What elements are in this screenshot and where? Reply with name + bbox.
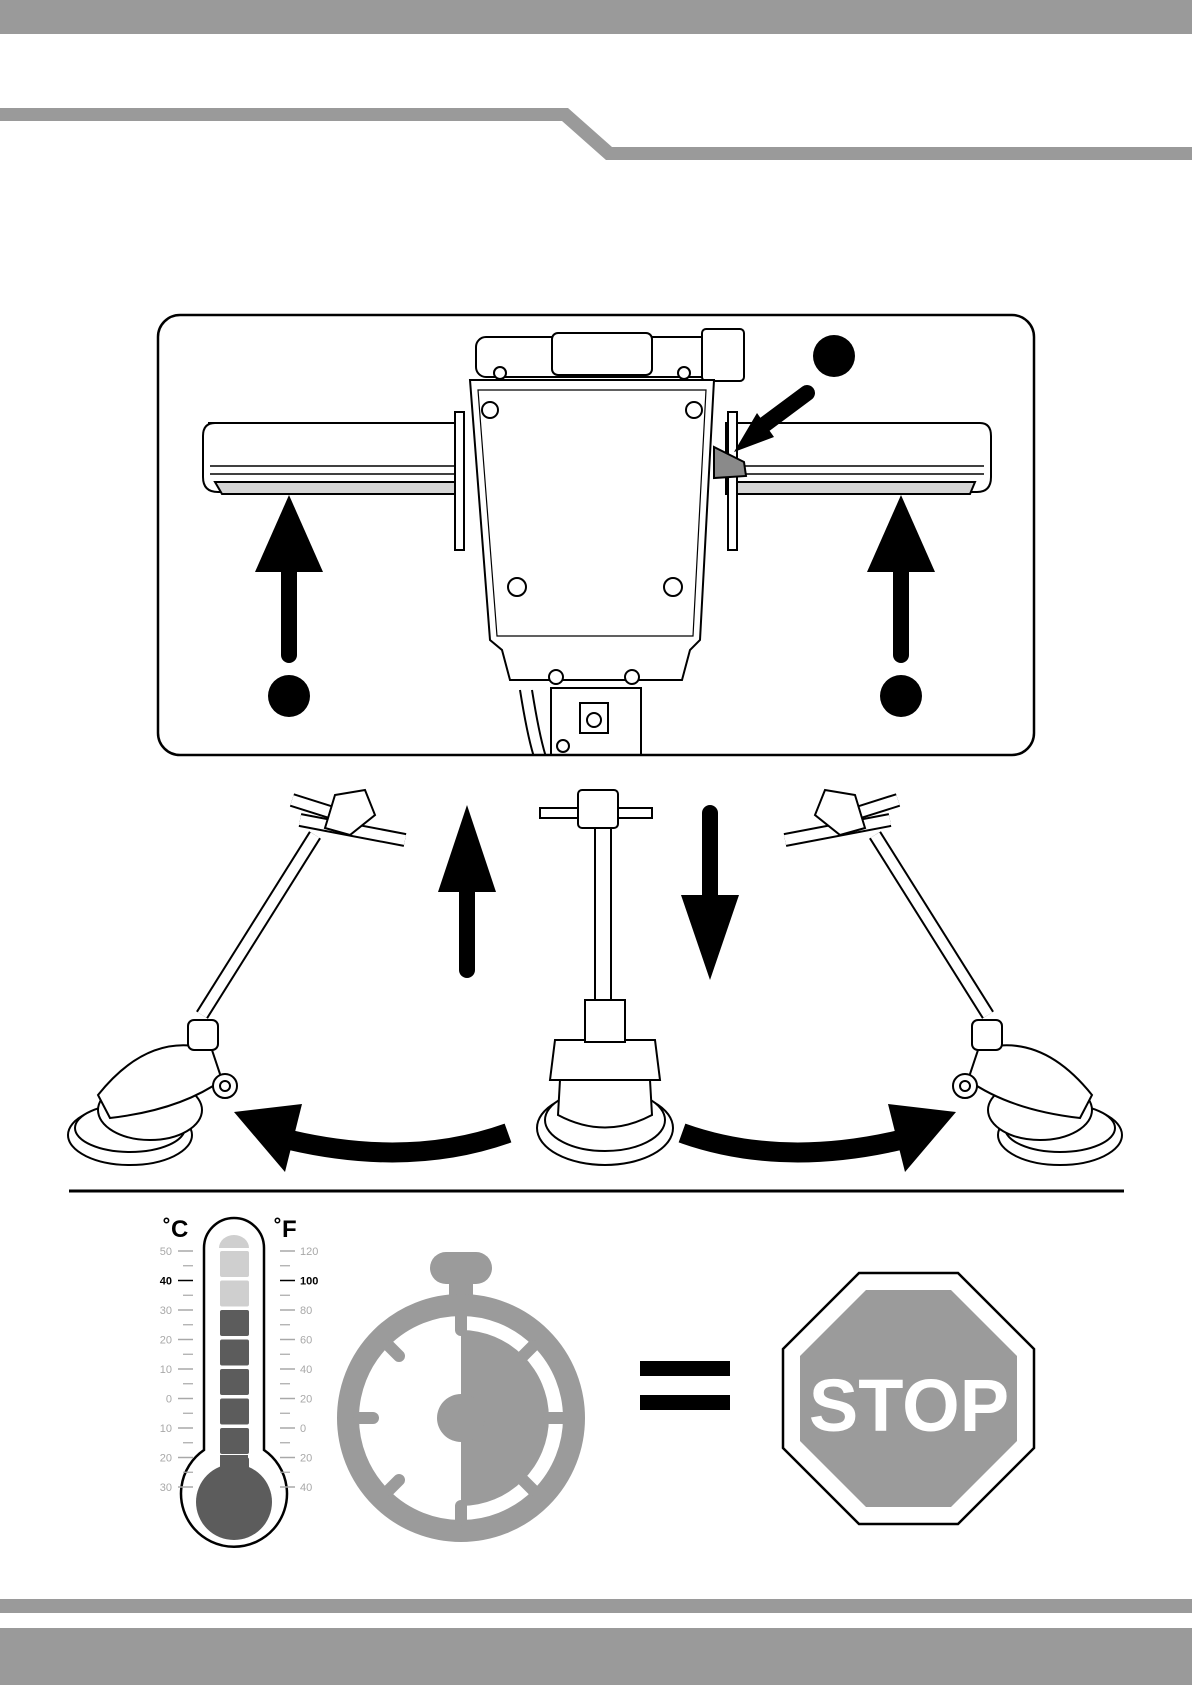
- equals-sign: [640, 1361, 730, 1410]
- stop-sign-text: STOP: [809, 1364, 1009, 1447]
- fahrenheit-tick-label: 60: [300, 1335, 312, 1347]
- celsius-tick-label: 20: [160, 1335, 172, 1347]
- machine-positions: [68, 790, 1122, 1165]
- fahrenheit-tick-label: 120: [300, 1246, 318, 1258]
- header-step-stripe: [0, 108, 1192, 160]
- thermometer-segment: [220, 1428, 249, 1454]
- fahrenheit-tick-label: 0: [300, 1423, 306, 1435]
- machine-upright-center: [537, 790, 673, 1165]
- curved-arrow-right: [682, 1104, 956, 1172]
- arrow-up-left-handle: [255, 495, 323, 663]
- thermometer-segment: [220, 1281, 249, 1307]
- fahrenheit-scale: 120 100 80 60 40 20 0 20 40: [280, 1246, 318, 1494]
- celsius-tick-label: 0: [166, 1394, 172, 1406]
- celsius-unit-label: ˚C: [163, 1216, 188, 1243]
- arrow-tilt-up: [438, 805, 496, 978]
- machine-tilted-right: [785, 790, 1122, 1165]
- arrow-up-right-handle: [867, 495, 935, 663]
- callout-dot-bottom-right: [880, 675, 922, 717]
- celsius-scale: 50 40 30 20 10 0 10 20 30: [160, 1246, 193, 1494]
- handle-drawing: [203, 329, 991, 768]
- celsius-tick-label: 10: [160, 1364, 172, 1376]
- callout-dot-top-right: [813, 335, 855, 377]
- thermometer-segment: [220, 1399, 249, 1425]
- thermometer-segments: [220, 1251, 249, 1513]
- footer-band: [0, 1628, 1192, 1685]
- thermometer-segment: [220, 1369, 249, 1395]
- machine-tilted-left: [68, 790, 405, 1165]
- celsius-tick-label: 30: [160, 1482, 172, 1494]
- callout-dot-bottom-left: [268, 675, 310, 717]
- header-band: [0, 0, 1192, 34]
- thermometer-segment: [220, 1487, 249, 1513]
- fahrenheit-tick-label: 40: [300, 1364, 312, 1376]
- thermometer-segment: [220, 1340, 249, 1366]
- fahrenheit-tick-label: 20: [300, 1394, 312, 1406]
- thermometer-segment: [220, 1251, 249, 1277]
- curved-arrow-left: [234, 1104, 508, 1172]
- celsius-tick-label: 20: [160, 1453, 172, 1465]
- footer-thin-band: [0, 1599, 1192, 1613]
- fahrenheit-tick-label: 100: [300, 1276, 318, 1288]
- header-decoration: [0, 0, 1192, 160]
- fahrenheit-tick-label: 80: [300, 1305, 312, 1317]
- handle-closeup-panel: [158, 315, 1034, 768]
- fahrenheit-tick-label: 20: [300, 1453, 312, 1465]
- arrow-tilt-down: [681, 805, 739, 980]
- stopwatch-icon: [348, 1252, 574, 1531]
- thermometer-segment: [220, 1458, 249, 1484]
- celsius-tick-label: 30: [160, 1305, 172, 1317]
- celsius-tick-label: 40: [160, 1276, 172, 1288]
- stop-sign: STOP: [783, 1273, 1034, 1524]
- footer-decoration: [0, 1599, 1192, 1685]
- fahrenheit-unit-label: ˚F: [274, 1216, 297, 1243]
- celsius-tick-label: 10: [160, 1423, 172, 1435]
- thermometer-segment: [220, 1310, 249, 1336]
- celsius-tick-label: 50: [160, 1246, 172, 1258]
- fahrenheit-tick-label: 40: [300, 1482, 312, 1494]
